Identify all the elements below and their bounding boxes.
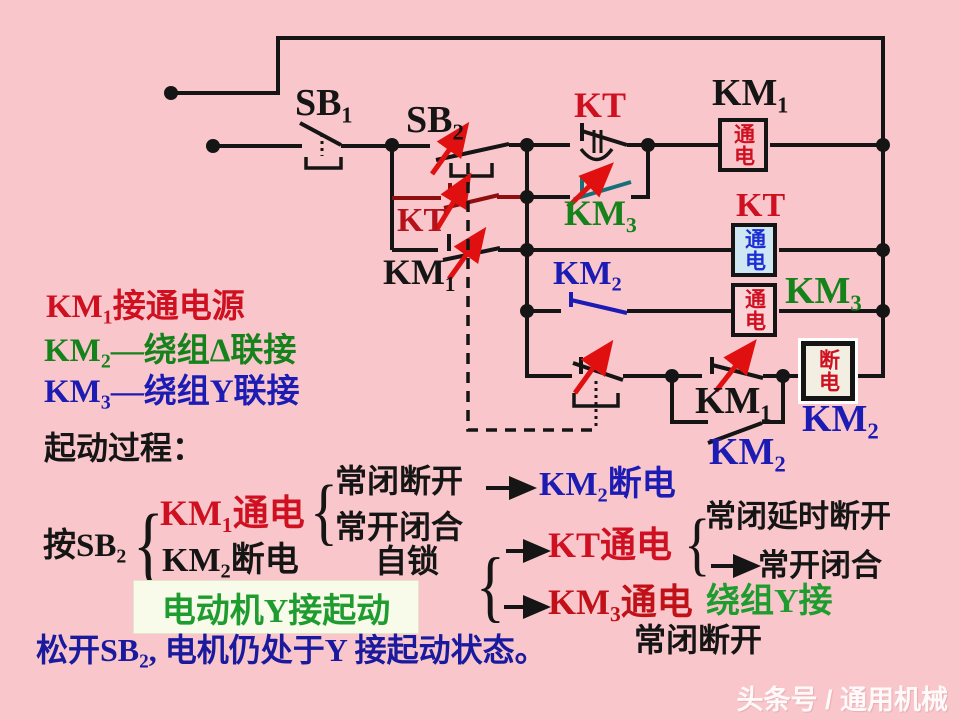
kt-delay-contact bbox=[527, 123, 883, 162]
watermark: 头条号 / 通用机械 bbox=[736, 685, 948, 715]
kt-coil-label: KT bbox=[736, 187, 786, 224]
km1-selflock-label: KM₁ bbox=[383, 252, 456, 292]
km1-selflock-contact bbox=[392, 226, 883, 281]
sb1-label: SB₁ bbox=[295, 82, 353, 124]
flow-nc-open: 常闭断开 bbox=[335, 463, 464, 499]
junction-dots bbox=[164, 86, 890, 383]
kt-coil-box: 通电 bbox=[731, 223, 777, 277]
sb2-no-contact bbox=[429, 121, 527, 178]
km2-nc-contact bbox=[527, 292, 883, 315]
kt-parallel-contact-label: KT bbox=[397, 202, 447, 239]
mechanical-linkage-dashed bbox=[466, 163, 592, 432]
flow-arrows bbox=[486, 476, 761, 619]
sb2-label: SB₂ bbox=[406, 99, 464, 141]
sb2-nc-contact bbox=[572, 339, 702, 429]
km2-coil-box: 断电 bbox=[798, 338, 858, 404]
km1-coil-box: 通电 bbox=[718, 118, 768, 172]
flow-km2-off: KM₂断电 bbox=[162, 542, 299, 579]
motor-y-start-highlight: 电动机Y接起动 bbox=[133, 580, 419, 634]
flow-press-sb2: 按SB₂ bbox=[43, 528, 127, 564]
flow-kt-on: KT通电 bbox=[548, 525, 673, 565]
flow-no-close-2: 常开闭合 bbox=[758, 548, 882, 583]
flow-brace-1: { bbox=[133, 497, 164, 592]
km2-no-contact bbox=[670, 376, 785, 445]
legend-km2: KM₂—绕组Δ联接 bbox=[44, 333, 297, 369]
release-note: 松开SB₂, 电机仍处于Y 接起动状态。 bbox=[36, 632, 547, 668]
km2-aux-label: KM₂ bbox=[709, 431, 786, 473]
flow-brace-3: { bbox=[476, 542, 505, 630]
flow-km2-off-result: KM₂断电 bbox=[539, 466, 676, 503]
process-title: 起动过程： bbox=[44, 430, 205, 466]
flow-km3-on: KM₃通电 bbox=[548, 582, 693, 622]
km2-coil-label: KM₂ bbox=[802, 398, 879, 440]
flow-brace-2: { bbox=[310, 469, 338, 553]
km3-interlock-label: KM₃ bbox=[564, 193, 637, 233]
flow-winding-y: 绕组Y接 bbox=[706, 583, 833, 620]
legend-km3: KM₃—绕组Y联接 bbox=[44, 374, 300, 410]
flow-km1-on: KM₁通电 bbox=[160, 493, 305, 533]
km2-interlock-label: KM₂ bbox=[553, 255, 622, 292]
kt-no-contact bbox=[392, 172, 527, 231]
flow-nc-delay-open: 常闭延时断开 bbox=[705, 499, 891, 534]
km1-coil-label: KM₁ bbox=[712, 72, 789, 114]
flow-self-lock: 自锁 bbox=[375, 543, 440, 579]
flow-brace-4: { bbox=[684, 504, 711, 583]
km3-no-contact bbox=[527, 145, 650, 209]
km1-aux-label: KM₁ bbox=[695, 380, 772, 422]
kt-timer-contact-label: KT bbox=[574, 85, 627, 125]
km3-coil-label: KM₃ bbox=[785, 270, 862, 312]
flow-nc-open-2: 常闭断开 bbox=[634, 622, 763, 658]
legend-km1: KM₁接通电源 bbox=[46, 289, 245, 325]
km3-coil-box: 通电 bbox=[731, 283, 777, 337]
flow-no-close: 常开闭合 bbox=[335, 509, 464, 545]
